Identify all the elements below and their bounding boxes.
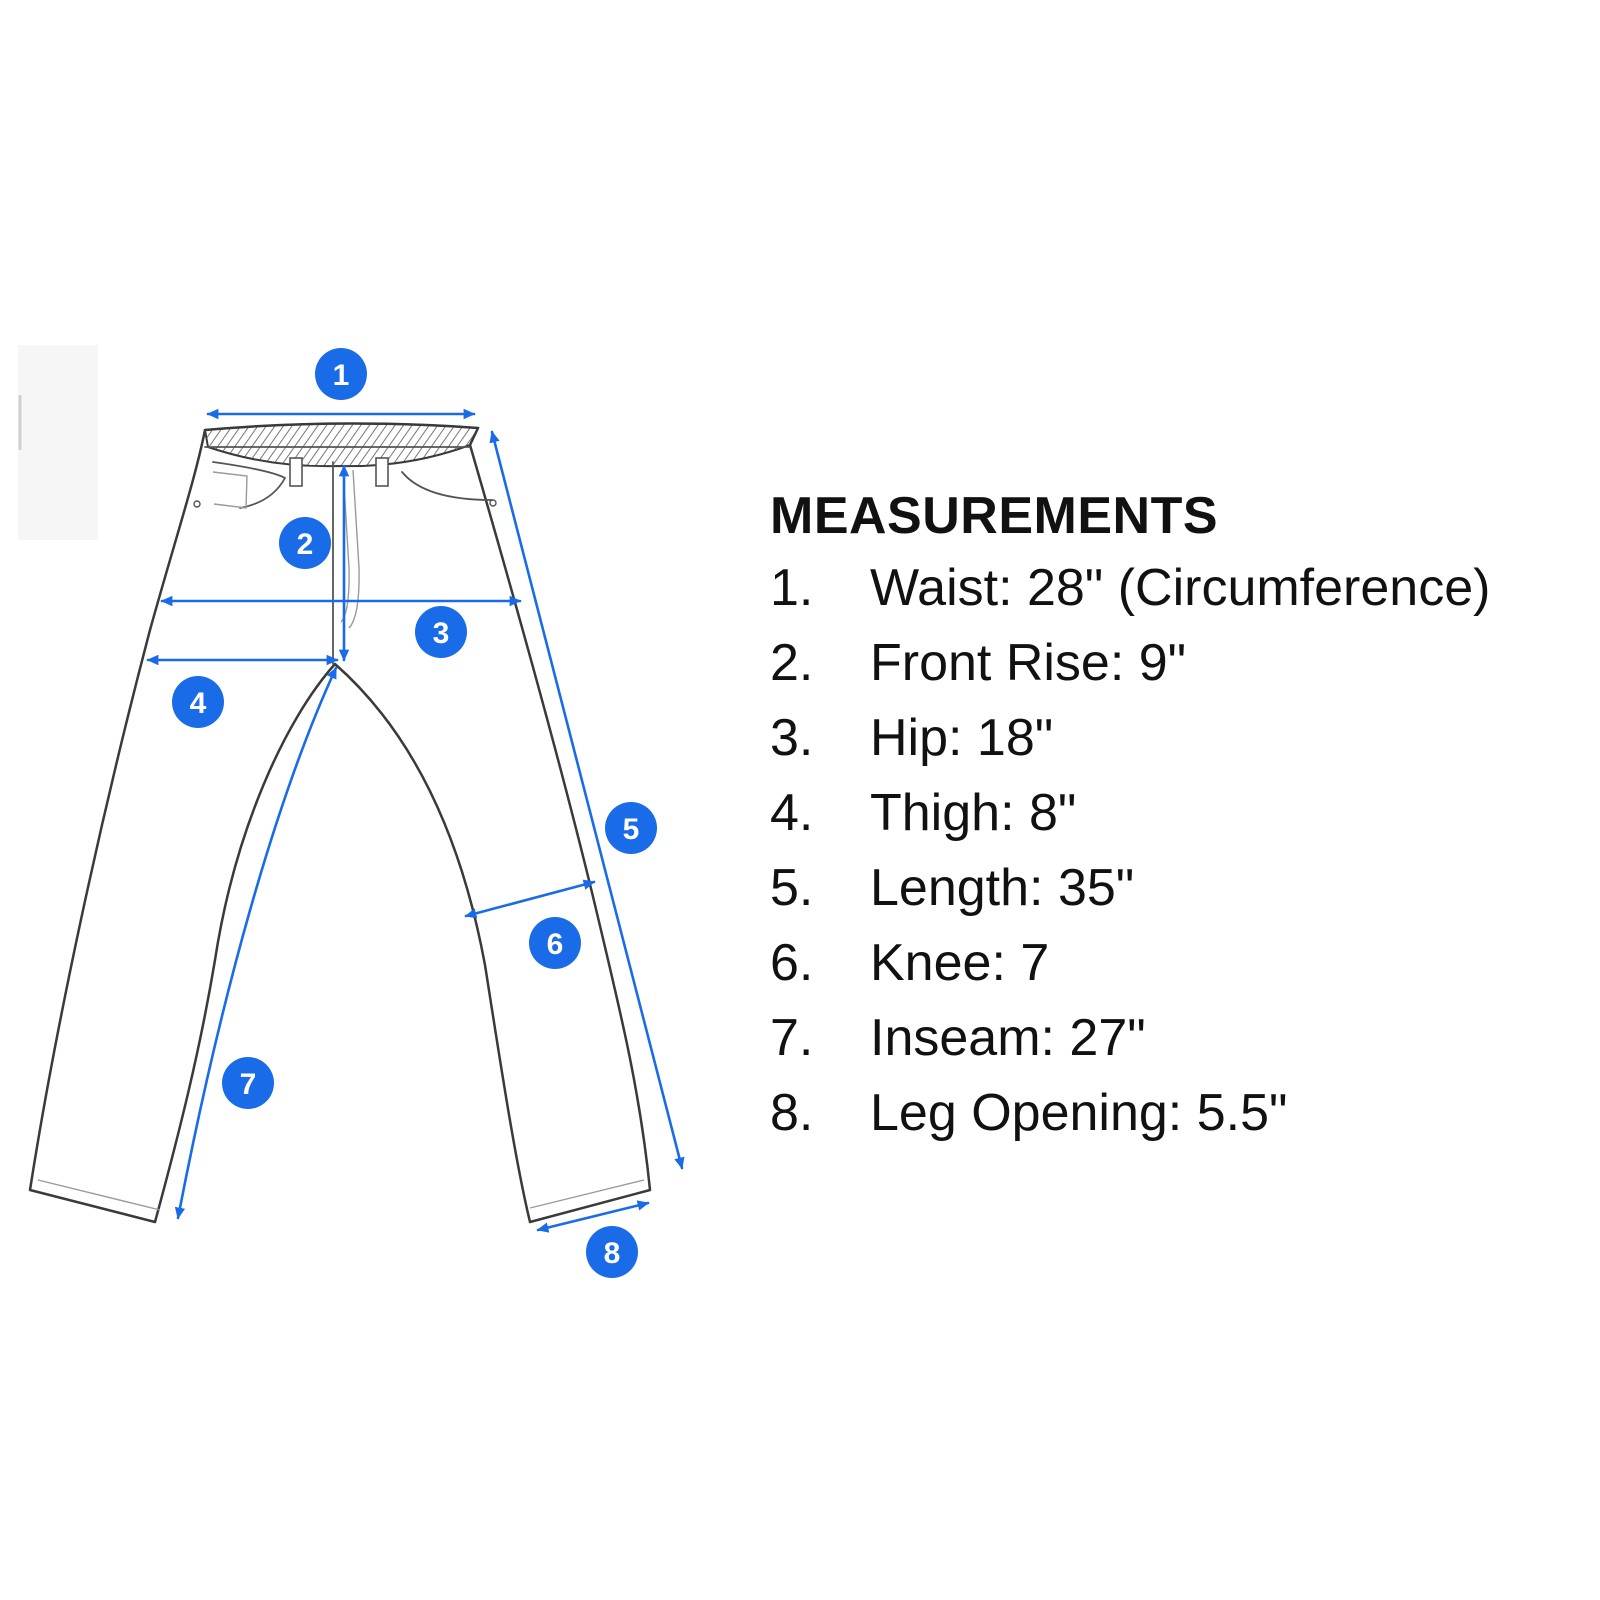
marker-3: 3 (415, 606, 467, 658)
measurement-number: 2. (770, 634, 814, 692)
measurement-number: 8. (770, 1084, 814, 1142)
belt-loop (375, 457, 389, 487)
coin-pocket (212, 471, 248, 509)
svg-text:7: 7 (240, 1068, 257, 1101)
right-front-pocket (401, 471, 493, 501)
marker-4: 4 (172, 676, 224, 728)
measurement-item-front-rise: 2. Front Rise: 9" (770, 626, 1590, 701)
marker-8: 8 (586, 1226, 638, 1278)
measurement-number: 4. (770, 784, 814, 842)
measurement-number: 5. (770, 859, 814, 917)
measurement-label: Leg Opening: 5.5" (870, 1084, 1288, 1142)
measurement-label: Front Rise: 9" (870, 634, 1187, 692)
measurement-number: 1. (770, 559, 814, 617)
measurement-number: 6. (770, 934, 814, 992)
marker-1: 1 (315, 348, 367, 400)
measurement-item-thigh: 4. Thigh: 8" (770, 776, 1590, 851)
measurement-label: Knee: 7 (870, 934, 1050, 992)
pants-outline (28, 422, 652, 1224)
measurement-label: Hip: 18" (870, 709, 1054, 767)
marker-badges: 1 2 3 4 5 6 7 8 (172, 348, 657, 1278)
marker-2: 2 (279, 517, 331, 569)
measurement-number: 7. (770, 1009, 814, 1067)
svg-text:2: 2 (297, 528, 314, 561)
leg-opening-line (536, 1200, 650, 1233)
measurement-item-waist: 1. Waist: 28" (Circumference) (770, 551, 1590, 626)
measurement-label: Waist: 28" (Circumference) (870, 559, 1491, 617)
svg-text:5: 5 (623, 813, 640, 846)
measurement-item-inseam: 7. Inseam: 27" (770, 1001, 1590, 1076)
measurement-item-length: 5. Length: 35" (770, 851, 1590, 926)
marker-6: 6 (529, 917, 581, 969)
measurement-item-leg-opening: 8. Leg Opening: 5.5" (770, 1076, 1590, 1151)
marker-7: 7 (222, 1057, 274, 1109)
pants-illustration (28, 422, 652, 1224)
measurements-panel: MEASUREMENTS 1. Waist: 28" (Circumferenc… (770, 485, 1590, 1151)
measurements-list: 1. Waist: 28" (Circumference) 2. Front R… (770, 551, 1590, 1151)
svg-text:1: 1 (333, 359, 350, 392)
belt-loop (289, 457, 303, 487)
svg-text:8: 8 (604, 1237, 621, 1270)
knee-line (464, 879, 596, 919)
measurements-heading: MEASUREMENTS (770, 487, 1219, 545)
inseam-line (174, 666, 338, 1220)
measurement-item-hip: 3. Hip: 18" (770, 701, 1590, 776)
svg-text:3: 3 (433, 617, 450, 650)
measurement-label: Thigh: 8" (870, 784, 1077, 842)
svg-text:4: 4 (190, 687, 207, 720)
measurement-lines (146, 408, 685, 1233)
measurement-item-knee: 6. Knee: 7 (770, 926, 1590, 1001)
measurement-label: Inseam: 27" (870, 1009, 1146, 1067)
background-ghost (18, 345, 98, 540)
length-line (489, 430, 685, 1170)
marker-5: 5 (605, 802, 657, 854)
left-front-pocket (212, 461, 287, 509)
waistband-ribbing (203, 422, 480, 468)
measurement-label: Length: 35" (870, 859, 1135, 917)
measurement-number: 3. (770, 709, 814, 767)
svg-text:6: 6 (547, 928, 564, 961)
